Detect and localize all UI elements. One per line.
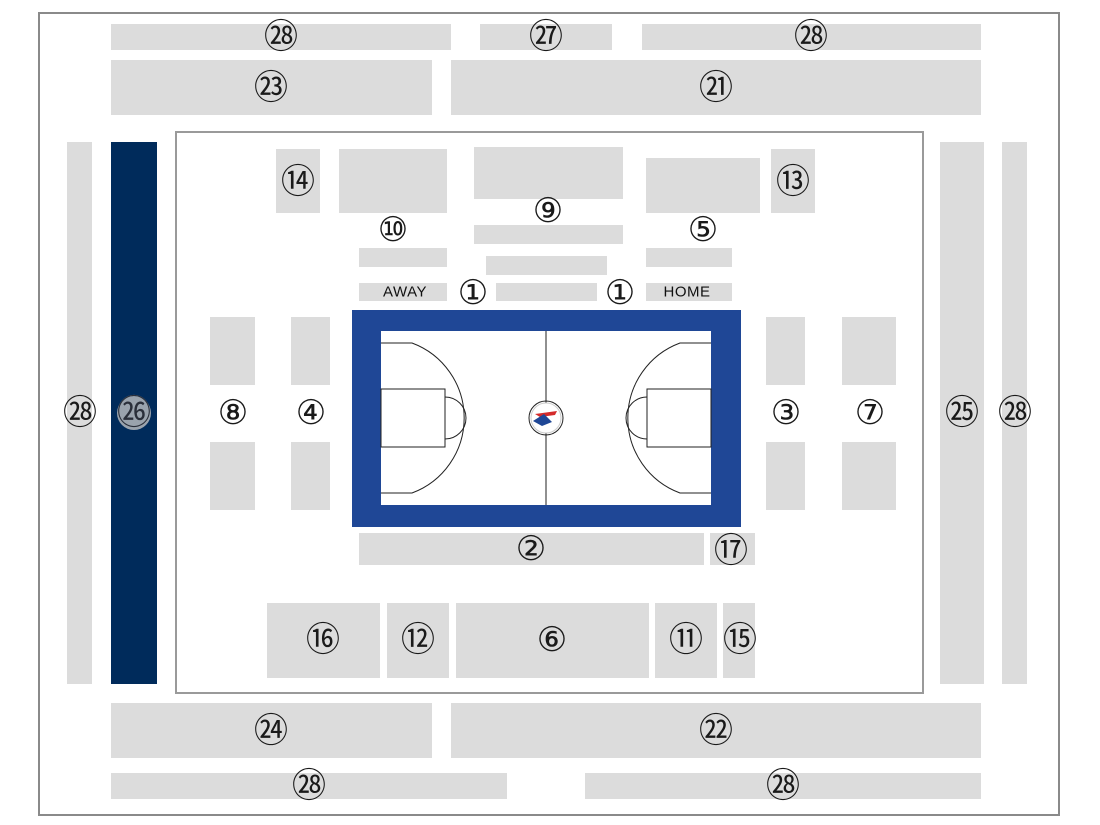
arena-floor-outline bbox=[175, 131, 924, 694]
label-3: ③ bbox=[770, 393, 802, 433]
label-1-home: ① bbox=[604, 273, 636, 313]
section-11[interactable] bbox=[655, 603, 717, 678]
label-15: ⑮ bbox=[723, 620, 757, 660]
section-28-bottom-left[interactable] bbox=[111, 773, 507, 799]
label-26: ㉖ bbox=[117, 393, 151, 433]
label-14: ⑭ bbox=[281, 162, 315, 202]
center-circle bbox=[528, 400, 564, 436]
label-1-away: ① bbox=[457, 273, 489, 313]
section-4-upper[interactable] bbox=[291, 317, 330, 385]
label-9: ⑨ bbox=[532, 191, 564, 231]
section-23[interactable] bbox=[111, 60, 432, 115]
section-9-upper[interactable] bbox=[474, 147, 623, 199]
label-5: ⑤ bbox=[687, 210, 719, 250]
label-24: ㉔ bbox=[254, 711, 288, 751]
key-left bbox=[380, 388, 446, 448]
label-28-top-left: ㉘ bbox=[264, 17, 298, 57]
bench-away-label: AWAY bbox=[383, 283, 427, 301]
logo-blue-mark bbox=[533, 414, 552, 426]
section-27[interactable] bbox=[480, 24, 612, 50]
label-28-bottom-right: ㉘ bbox=[766, 766, 800, 806]
label-8: ⑧ bbox=[217, 393, 249, 433]
section-28-top-left[interactable] bbox=[111, 24, 451, 50]
section-28-right[interactable] bbox=[1002, 142, 1027, 684]
section-7-upper[interactable] bbox=[842, 317, 896, 385]
section-1-upper[interactable] bbox=[486, 256, 607, 275]
section-22[interactable] bbox=[451, 703, 981, 758]
label-21: ㉑ bbox=[699, 68, 733, 108]
section-17[interactable] bbox=[710, 533, 755, 565]
label-28-left: ㉘ bbox=[63, 393, 97, 433]
label-12: ⑫ bbox=[401, 620, 435, 660]
section-21[interactable] bbox=[451, 60, 981, 115]
section-16[interactable] bbox=[267, 603, 380, 678]
free-throw-arc-left bbox=[444, 396, 467, 440]
section-13[interactable] bbox=[771, 149, 815, 213]
section-3-upper[interactable] bbox=[766, 317, 805, 385]
section-14[interactable] bbox=[276, 149, 320, 213]
three-point-line-left bbox=[381, 342, 465, 494]
label-11: ⑪ bbox=[669, 620, 703, 660]
court-diagram bbox=[352, 310, 741, 527]
section-10-upper[interactable] bbox=[339, 149, 447, 213]
section-10-lower[interactable] bbox=[359, 248, 447, 267]
bench-home-strip[interactable] bbox=[646, 283, 732, 301]
section-2[interactable] bbox=[359, 533, 704, 565]
bench-home-label: HOME bbox=[663, 283, 711, 301]
section-8-lower[interactable] bbox=[210, 442, 255, 510]
section-3-lower[interactable] bbox=[766, 442, 805, 510]
label-13: ⑬ bbox=[776, 162, 810, 202]
label-4: ④ bbox=[295, 393, 327, 433]
section-8-upper[interactable] bbox=[210, 317, 255, 385]
label-17: ⑰ bbox=[714, 531, 748, 571]
section-24[interactable] bbox=[111, 703, 432, 758]
section-28-left[interactable] bbox=[67, 142, 92, 684]
bench-away-strip[interactable] bbox=[359, 283, 447, 301]
section-5-upper[interactable] bbox=[646, 158, 760, 213]
section-9-lower[interactable] bbox=[474, 225, 623, 244]
section-28-top-right[interactable] bbox=[642, 24, 981, 50]
label-10: ⑩ bbox=[377, 210, 409, 250]
label-16: ⑯ bbox=[306, 620, 340, 660]
section-28-bottom-right[interactable] bbox=[585, 773, 981, 799]
section-4-lower[interactable] bbox=[291, 442, 330, 510]
section-12[interactable] bbox=[387, 603, 449, 678]
label-28-right: ㉘ bbox=[998, 393, 1032, 433]
section-5-lower[interactable] bbox=[646, 248, 732, 267]
free-throw-arc-right bbox=[625, 396, 648, 440]
label-27: ㉗ bbox=[529, 17, 563, 57]
three-point-line-right bbox=[627, 342, 711, 494]
label-2: ② bbox=[515, 529, 547, 569]
label-6: ⑥ bbox=[536, 620, 568, 660]
key-right bbox=[646, 388, 712, 448]
section-1-lower[interactable] bbox=[496, 283, 597, 301]
section-7-lower[interactable] bbox=[842, 442, 896, 510]
section-15[interactable] bbox=[723, 603, 755, 678]
label-7: ⑦ bbox=[854, 393, 886, 433]
label-22: ㉒ bbox=[699, 711, 733, 751]
label-23: ㉓ bbox=[254, 68, 288, 108]
logo-red-mark bbox=[535, 411, 557, 417]
label-25: ㉕ bbox=[945, 393, 979, 433]
section-6[interactable] bbox=[456, 603, 649, 678]
venue-outline bbox=[38, 12, 1060, 816]
label-28-top-right: ㉘ bbox=[794, 17, 828, 57]
section-25[interactable] bbox=[940, 142, 984, 684]
label-28-bottom-left: ㉘ bbox=[292, 766, 326, 806]
basketball-court bbox=[352, 310, 741, 527]
